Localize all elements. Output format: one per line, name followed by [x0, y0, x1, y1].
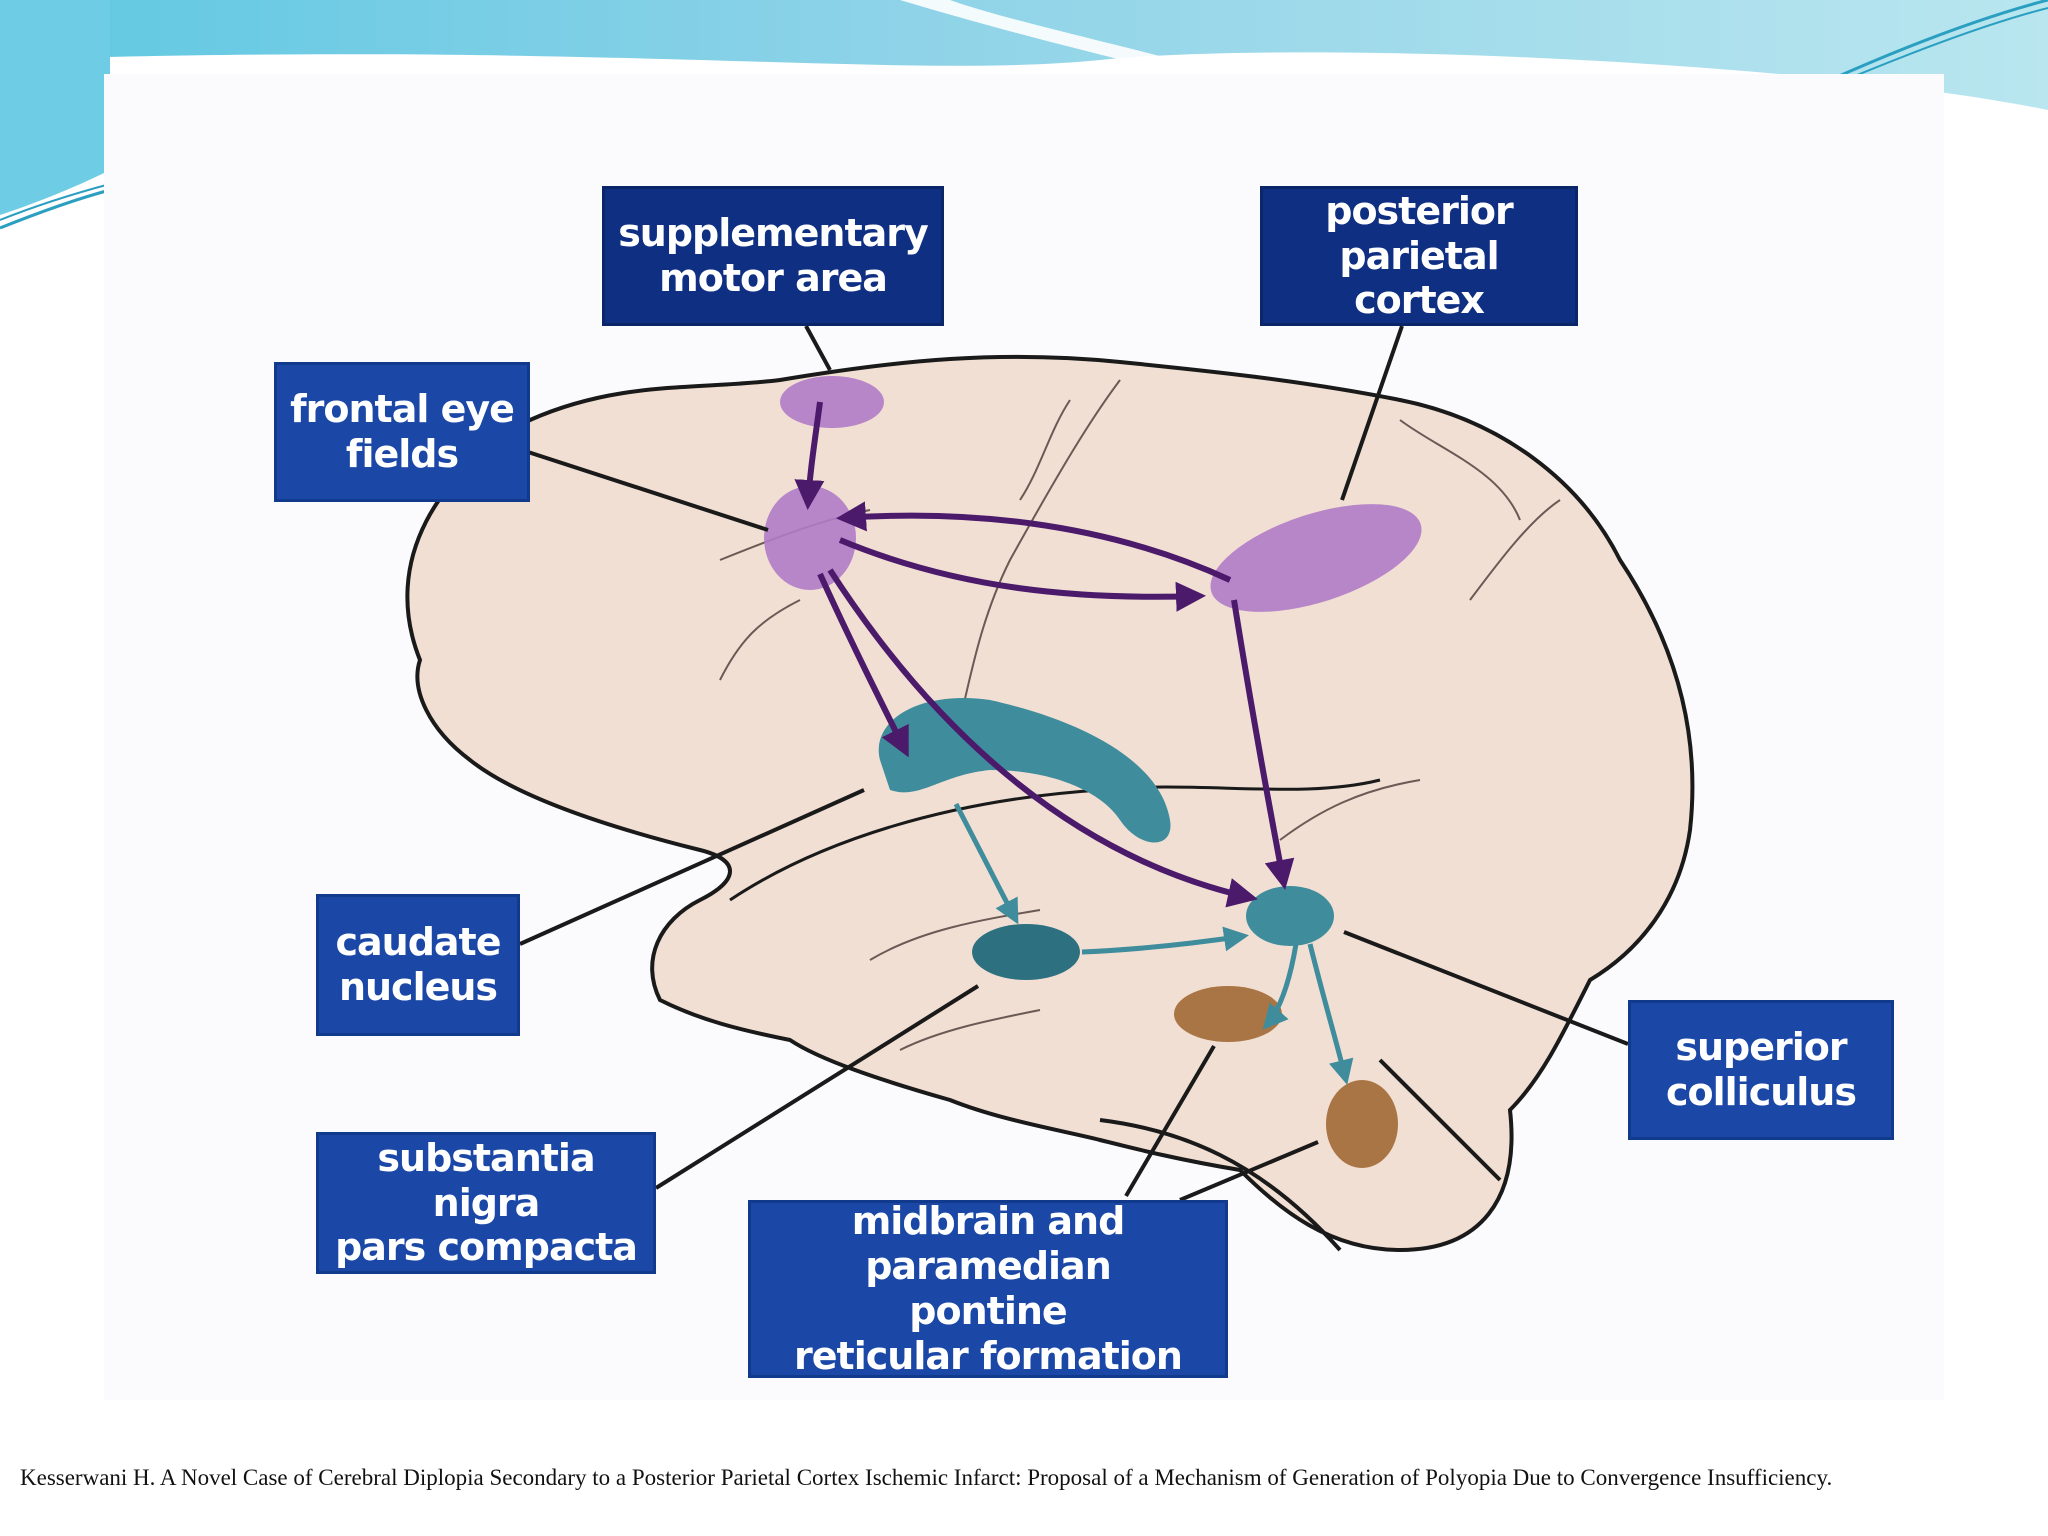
leader-nigra [654, 984, 980, 1190]
label-text: midbrain and paramedian pontine reticula… [794, 1199, 1183, 1378]
label-superior-colliculus: superior colliculus [1628, 1000, 1894, 1140]
label-posterior-parietal-cortex: posterior parietal cortex [1260, 186, 1578, 326]
arrow-fef-to-colliculus [827, 568, 1258, 908]
sulcus-line [719, 599, 801, 681]
supplementary-motor-area-region [780, 376, 884, 428]
sulcus-line [959, 379, 1121, 721]
leader-ppc [1340, 325, 1404, 501]
sulcus-line [1469, 499, 1561, 601]
sulcus-line [1399, 419, 1521, 521]
sulcus-line [1019, 399, 1071, 501]
left-swoosh-line-2 [0, 183, 111, 221]
superior-colliculus-region [1246, 886, 1334, 946]
label-text: superior colliculus [1666, 1025, 1857, 1114]
frontal-eye-fields-region [764, 486, 856, 590]
arrow-ppc-to-colliculus [1231, 599, 1295, 890]
label-midbrain-pontine: midbrain and paramedian pontine reticula… [748, 1199, 1228, 1378]
posterior-parietal-region [1210, 504, 1422, 612]
right-swoosh-lines [1829, 0, 2048, 82]
sulcus-line [1279, 779, 1421, 841]
leader-fef [527, 450, 769, 532]
label-substantia-nigra: substantia nigra pars compacta [316, 1132, 656, 1274]
label-caudate-nucleus: caudate nucleus [316, 894, 520, 1036]
arrow-fef-to-ppc [838, 537, 1206, 612]
label-text: caudate nucleus [335, 920, 501, 1009]
label-supplementary-motor-area: supplementary motor area [602, 186, 944, 326]
leader-caudate [519, 788, 865, 946]
leader-colliculus [1343, 930, 1629, 1046]
label-text: supplementary motor area [618, 211, 929, 300]
label-text: substantia nigra pars compacta [335, 1135, 638, 1270]
label-text: posterior parietal cortex [1325, 188, 1513, 323]
arrow-caudate-to-nigra [953, 802, 1019, 925]
substantia-nigra-region [972, 924, 1080, 980]
brainstem-line [1378, 1058, 1502, 1182]
arrow-colliculus-to-pontine [1307, 943, 1354, 1085]
leader-pontine [1179, 1140, 1319, 1202]
left-swoosh-line [0, 188, 111, 230]
pontine-region [1326, 1080, 1398, 1168]
left-accent-wave [0, 0, 110, 215]
caudate-nucleus-region [878, 698, 1171, 843]
brainstem-line [1099, 1118, 1342, 1252]
arrow-fef-to-caudate [817, 572, 909, 758]
figure-caption: Kesserwani H. A Novel Case of Cerebral D… [20, 1465, 1833, 1490]
right-swoosh-line-2 [1849, 7, 2048, 79]
midbrain-region [1174, 986, 1282, 1042]
arrow-colliculus-to-midbrain [1262, 943, 1299, 1030]
arrow-sma-to-fef [794, 401, 825, 510]
leader-sma [804, 325, 832, 371]
label-text: frontal eye fields [290, 387, 515, 476]
arrow-nigra-to-colliculus [1081, 926, 1249, 955]
leader-midbrain [1124, 1044, 1216, 1198]
arrow-ppc-to-fef [836, 501, 1232, 583]
sulcus-line [899, 1009, 1041, 1051]
top-accent-band [0, 0, 2048, 110]
white-swoosh [900, 0, 1230, 74]
label-frontal-eye-fields: frontal eye fields [274, 362, 530, 502]
sulcus-line [869, 909, 1041, 961]
